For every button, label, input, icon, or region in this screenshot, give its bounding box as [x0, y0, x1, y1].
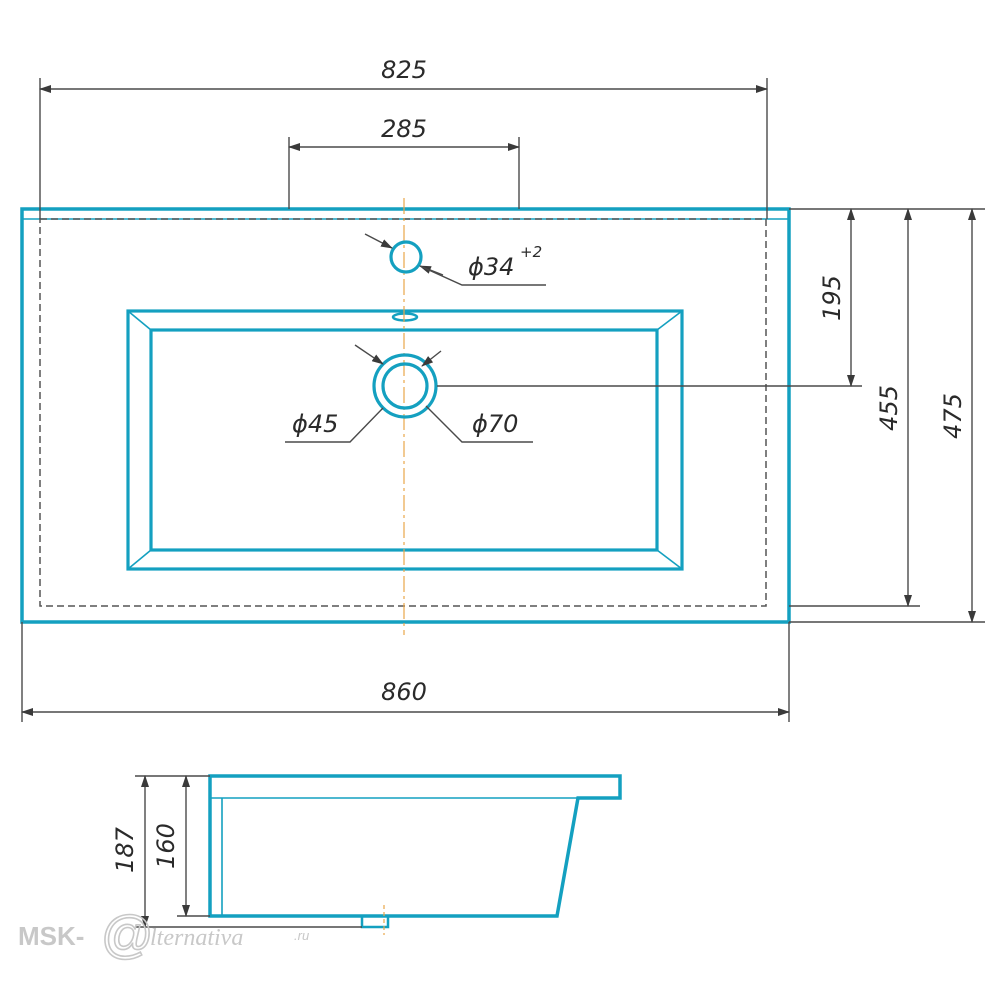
dim-160-label: 160 — [152, 823, 180, 869]
side-profile — [208, 774, 622, 918]
dimension-lines — [21, 78, 985, 722]
watermark-right: lternativa — [150, 925, 243, 951]
overflow-slot — [391, 312, 419, 322]
side-view — [208, 774, 622, 935]
cabinet-outline-dashed — [39, 218, 767, 607]
dim-195-label: 195 — [818, 275, 846, 321]
dim-860-label: 860 — [381, 678, 427, 706]
side-drain-outlet — [360, 914, 390, 929]
bowl-outer-rim — [126, 309, 684, 571]
drain-leader-top-right — [421, 350, 442, 367]
dim-475-label: 475 — [939, 393, 967, 439]
tap-hole-label: ϕ34 — [468, 253, 514, 281]
dim-455-label: 455 — [875, 385, 903, 431]
dim-285-label: 285 — [381, 115, 427, 143]
dim-825-label: 825 — [381, 56, 427, 84]
bowl-bevels — [127, 310, 683, 570]
tap-hole-tolerance: +2 — [520, 243, 542, 261]
tap-hole — [389, 240, 423, 274]
plan-view — [20, 198, 791, 635]
drain-outer-label: ϕ70 — [472, 410, 518, 438]
countertop-outline — [20, 207, 791, 624]
tap-hole-leader-tail — [419, 265, 546, 286]
drain-inner-leader — [285, 407, 384, 443]
tap-hole-leader-a — [364, 233, 393, 249]
drain-outer-ring — [372, 353, 438, 419]
drain-inner-ring — [381, 362, 429, 410]
drain-outer-leader — [425, 405, 533, 443]
drain-inner-label: ϕ45 — [292, 410, 338, 438]
watermark-glyph: @ — [100, 906, 153, 964]
watermark-tld: .ru — [294, 928, 309, 943]
watermark-logo: MSK- @ lternativa .ru — [18, 905, 309, 965]
dim-187-label: 187 — [111, 826, 139, 873]
watermark-left: MSK- — [18, 921, 84, 951]
side-dimension-lines — [135, 775, 362, 928]
drain-leader-top-left — [354, 344, 384, 365]
